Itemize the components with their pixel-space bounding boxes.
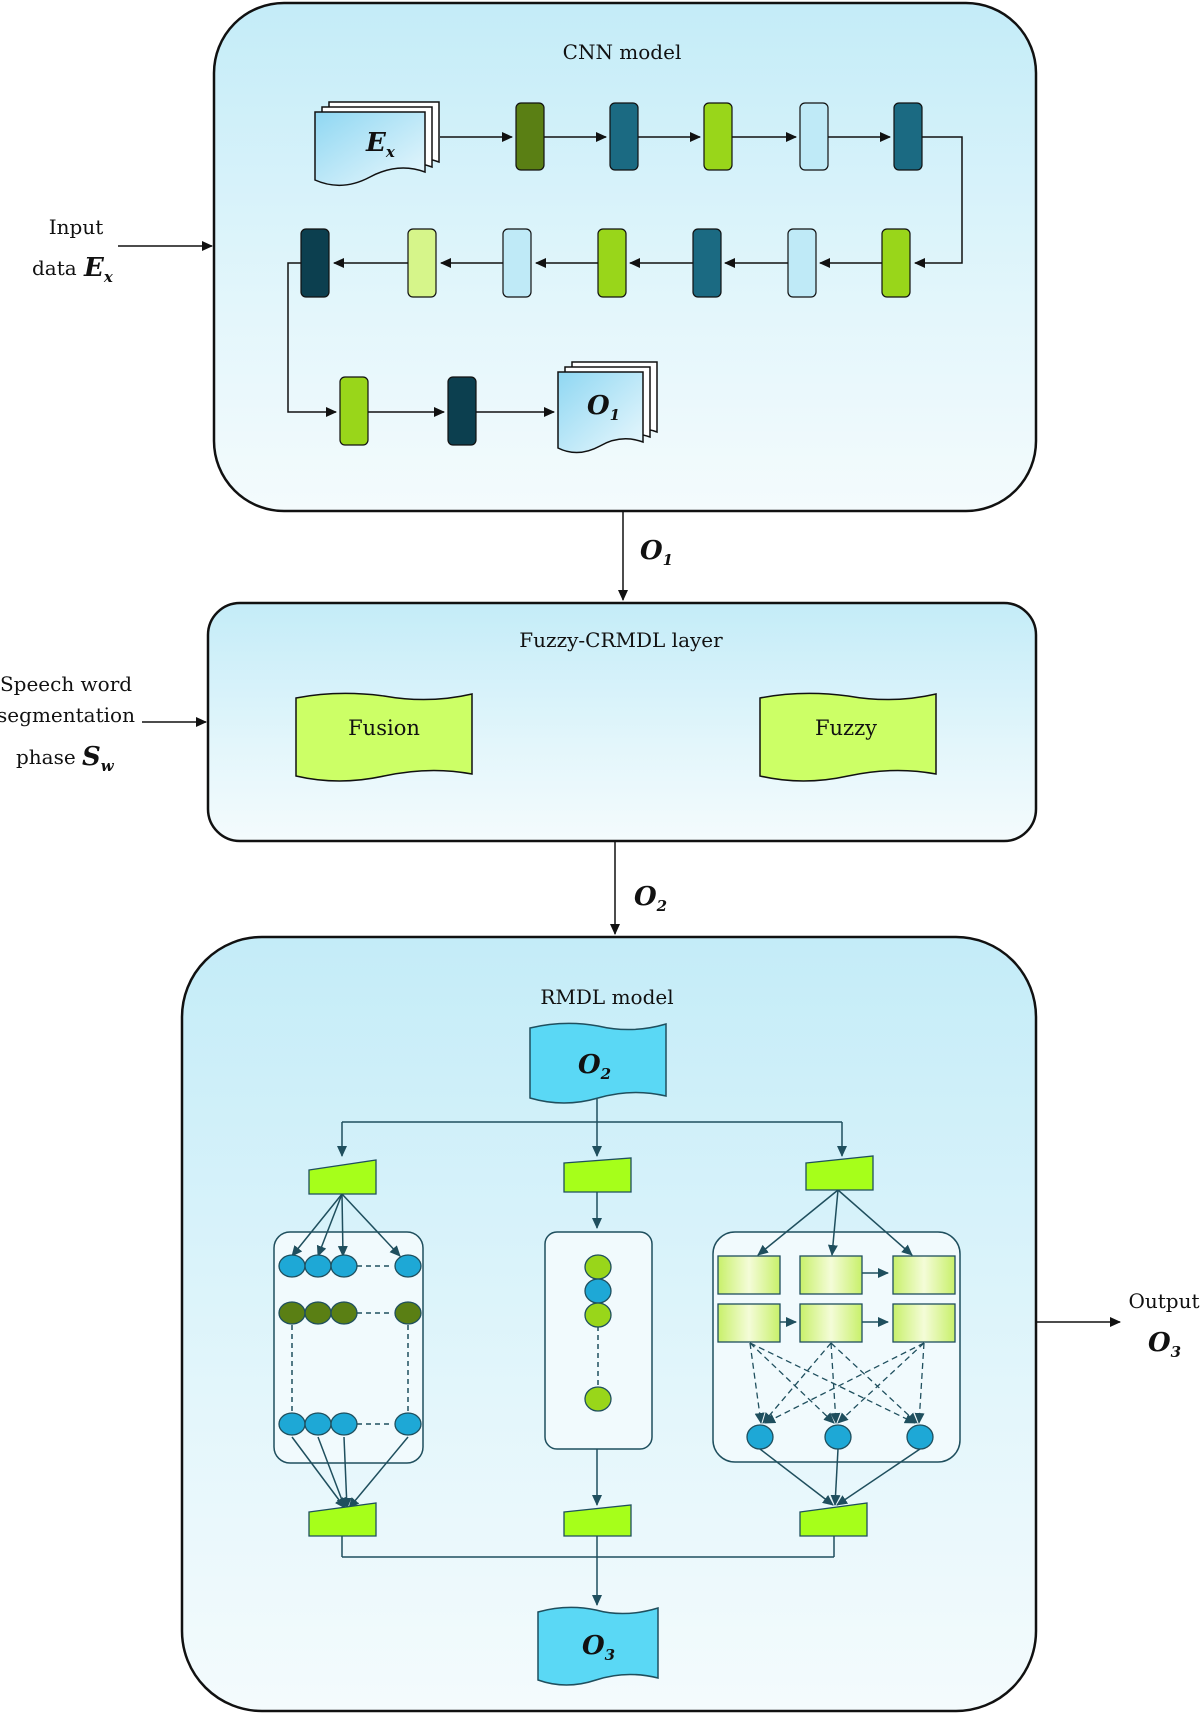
fuzzy-crmdl-panel — [206, 601, 1038, 843]
input-sub: x — [103, 268, 114, 286]
cnn-layer-block — [799, 102, 829, 171]
speech-segmentation-label: Speech word segmentation phase Sw — [0, 672, 135, 775]
fuzzy-crmdl-title: Fuzzy-CRMDL layer — [519, 628, 723, 652]
speech-symbol: S — [82, 742, 101, 772]
cnn-layer-block — [300, 228, 330, 298]
speech-sub: w — [101, 757, 115, 775]
rmdl-input-sub: 2 — [600, 1065, 611, 1083]
input-symbol: E — [83, 253, 105, 283]
cnn-model-title: CNN model — [563, 40, 682, 64]
input-label-line1: Input — [49, 215, 104, 239]
cnn-layer-block — [881, 228, 911, 298]
fusion-label: Fusion — [348, 716, 420, 740]
rmdl-distribution-lines — [337, 1099, 847, 1157]
input-data-label: Input data Ex — [32, 215, 114, 286]
rmdl-branch-3-output — [799, 1502, 868, 1537]
input-label-line2: data — [32, 256, 77, 280]
rmdl-merge-lines — [341, 1536, 835, 1606]
rmdl-branch-2-input — [563, 1157, 632, 1193]
cnn-output-sub: 1 — [610, 406, 620, 424]
o1-sub: 1 — [663, 551, 673, 569]
cnn-input-sub: x — [385, 143, 396, 161]
o2-label: O2 — [634, 882, 667, 915]
speech-line2: segmentation — [0, 703, 135, 727]
output-sub: 3 — [1171, 1343, 1181, 1361]
output-label: Output — [1128, 1289, 1199, 1313]
cnn-layer-block — [502, 228, 532, 298]
cnn-layer-block — [893, 102, 923, 171]
cnn-row-2 — [287, 228, 911, 417]
rmdl-branch-2-output — [563, 1504, 632, 1537]
svg-text:Ex: Ex — [83, 253, 114, 286]
svg-text:Sw: Sw — [82, 742, 115, 775]
rmdl-output-document: O3 — [537, 1606, 659, 1686]
fuzzy-label: Fuzzy — [815, 716, 877, 740]
cnn-layer-block — [447, 376, 477, 446]
rmdl-output-sub: 3 — [605, 1646, 615, 1664]
cnn-input-symbol: E — [365, 128, 387, 158]
rmdl-branch-2-rnn — [544, 1192, 653, 1506]
cnn-output-document: O1 — [557, 361, 658, 454]
output-symbol-label: O3 — [1148, 1328, 1181, 1361]
rmdl-branch-3-input — [805, 1155, 874, 1191]
svg-text:Ex: Ex — [365, 128, 396, 161]
cnn-layer-block — [609, 102, 639, 171]
fuzzy-block: Fuzzy — [759, 692, 937, 782]
o2-sub: 2 — [656, 897, 667, 915]
cnn-row-1 — [440, 102, 963, 268]
fusion-block: Fusion — [295, 692, 473, 782]
cnn-layer-block — [787, 228, 817, 298]
rmdl-input-symbol: O — [578, 1050, 601, 1080]
cnn-layer-block — [407, 228, 437, 298]
o2-symbol: O — [634, 882, 657, 912]
cnn-layer-block — [339, 376, 369, 446]
svg-text:O3: O3 — [582, 1631, 615, 1664]
rmdl-branch-1-output — [308, 1502, 377, 1537]
cnn-layer-block — [703, 102, 733, 171]
cnn-output-symbol: O — [587, 391, 610, 421]
svg-text:O2: O2 — [578, 1050, 611, 1083]
rmdl-input-document: O2 — [529, 1022, 667, 1104]
speech-line3: phase — [16, 745, 76, 769]
rmdl-branch-3-cnn — [712, 1189, 961, 1506]
cnn-layer-block — [597, 228, 627, 298]
o1-label: O1 — [640, 536, 673, 569]
rmdl-branch-1-dnn — [273, 1193, 424, 1509]
svg-text:O1: O1 — [587, 391, 620, 424]
rmdl-output-symbol: O — [582, 1631, 605, 1661]
cnn-layer-block — [515, 102, 545, 171]
rmdl-branch-1-input — [308, 1159, 377, 1195]
cnn-layer-block — [692, 228, 722, 298]
speech-line1: Speech word — [0, 672, 132, 696]
o1-symbol: O — [640, 536, 663, 566]
rmdl-model-title: RMDL model — [540, 985, 673, 1009]
output-symbol: O — [1148, 1328, 1171, 1358]
cnn-input-document: Ex — [314, 101, 440, 186]
cnn-row-3: O1 — [339, 361, 658, 454]
